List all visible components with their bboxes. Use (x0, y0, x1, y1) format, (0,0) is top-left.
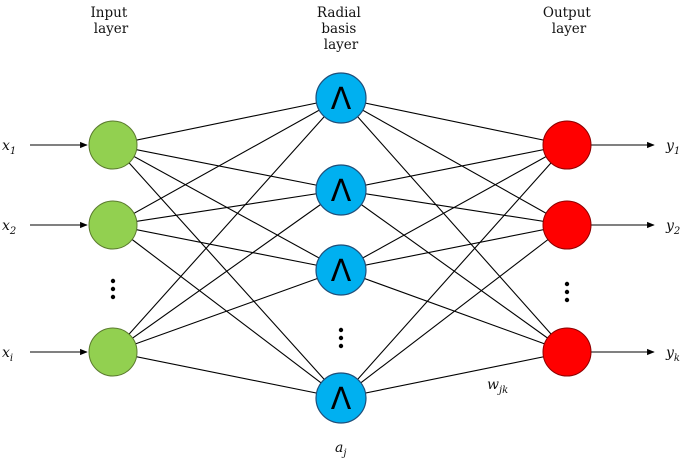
hidden-layer-title: Radial basis layer (317, 5, 365, 53)
lambda-symbol: Λ (331, 254, 352, 289)
input-node-1 (88, 120, 138, 170)
hidden-output-edge-1 (340, 97, 568, 146)
input-hidden-edge-9 (112, 97, 342, 353)
rbf-node-circle (315, 164, 367, 216)
lambda-symbol: Λ (331, 174, 352, 209)
connections (112, 97, 568, 399)
hidden-title-line-1: Radial (317, 5, 361, 21)
input-label-3: xi (2, 345, 13, 364)
activation-label: aj (335, 440, 346, 459)
weight-label: wjk (487, 377, 508, 396)
output-label-1: y1 (665, 138, 680, 157)
input-hidden-edge-11 (112, 269, 342, 353)
rbf-node-3: Λ (315, 244, 367, 296)
input-ellipsis (110, 278, 116, 300)
output-label-2: y2 (665, 218, 680, 237)
hidden-output-edge-8 (340, 224, 568, 271)
hidden-title-line-2: basis (321, 21, 356, 37)
output-node-1 (542, 120, 592, 170)
hidden-output-edge-10 (340, 144, 568, 399)
rbf-node-4: Λ (315, 372, 367, 424)
output-ellipsis (564, 281, 570, 303)
output-title-line-1: Output (543, 5, 592, 21)
output-title-line-2: layer (552, 21, 587, 37)
input-title-line-2: layer (94, 21, 129, 37)
input-hidden-edge-12 (112, 351, 342, 399)
input-hidden-edge-2 (112, 144, 342, 191)
hidden-output-edge-3 (340, 97, 568, 353)
output-arrows (591, 141, 655, 356)
input-hidden-edge-1 (112, 97, 342, 146)
hidden-output-edge-2 (340, 97, 568, 226)
input-title-line-1: Input (90, 5, 127, 21)
hidden-output-edge-7 (340, 144, 568, 271)
output-node-3 (542, 327, 592, 377)
hidden-ellipsis (338, 327, 344, 349)
input-arrows (30, 141, 88, 356)
output-nodes (542, 120, 592, 377)
input-node-3 (88, 327, 138, 377)
hidden-output-edge-4 (340, 144, 568, 191)
rbf-node-2: Λ (315, 164, 367, 216)
output-layer-title: Output layer (543, 5, 595, 37)
input-label-1: x1 (2, 138, 16, 157)
rbf-node-circle (315, 244, 367, 296)
input-hidden-edge-7 (112, 224, 342, 271)
hidden-output-edge-11 (340, 224, 568, 399)
lambda-symbol: Λ (331, 382, 352, 417)
lambda-symbol: Λ (331, 82, 352, 117)
rbf-node-1: Λ (315, 72, 367, 124)
hidden-nodes: Λ Λ Λ Λ (315, 72, 367, 424)
rbf-node-circle (315, 72, 367, 124)
output-node-2 (542, 200, 592, 250)
input-hidden-edge-6 (112, 189, 342, 226)
output-label-3: yk (665, 345, 680, 364)
input-hidden-edge-10 (112, 189, 342, 353)
input-nodes (88, 120, 138, 377)
input-label-2: x2 (2, 218, 16, 237)
input-layer-title: Input layer (90, 5, 131, 37)
hidden-output-edge-12 (340, 351, 568, 399)
input-node-2 (88, 200, 138, 250)
input-hidden-edge-5 (112, 97, 342, 226)
rbf-node-circle (315, 372, 367, 424)
hidden-title-line-3: layer (324, 37, 359, 53)
